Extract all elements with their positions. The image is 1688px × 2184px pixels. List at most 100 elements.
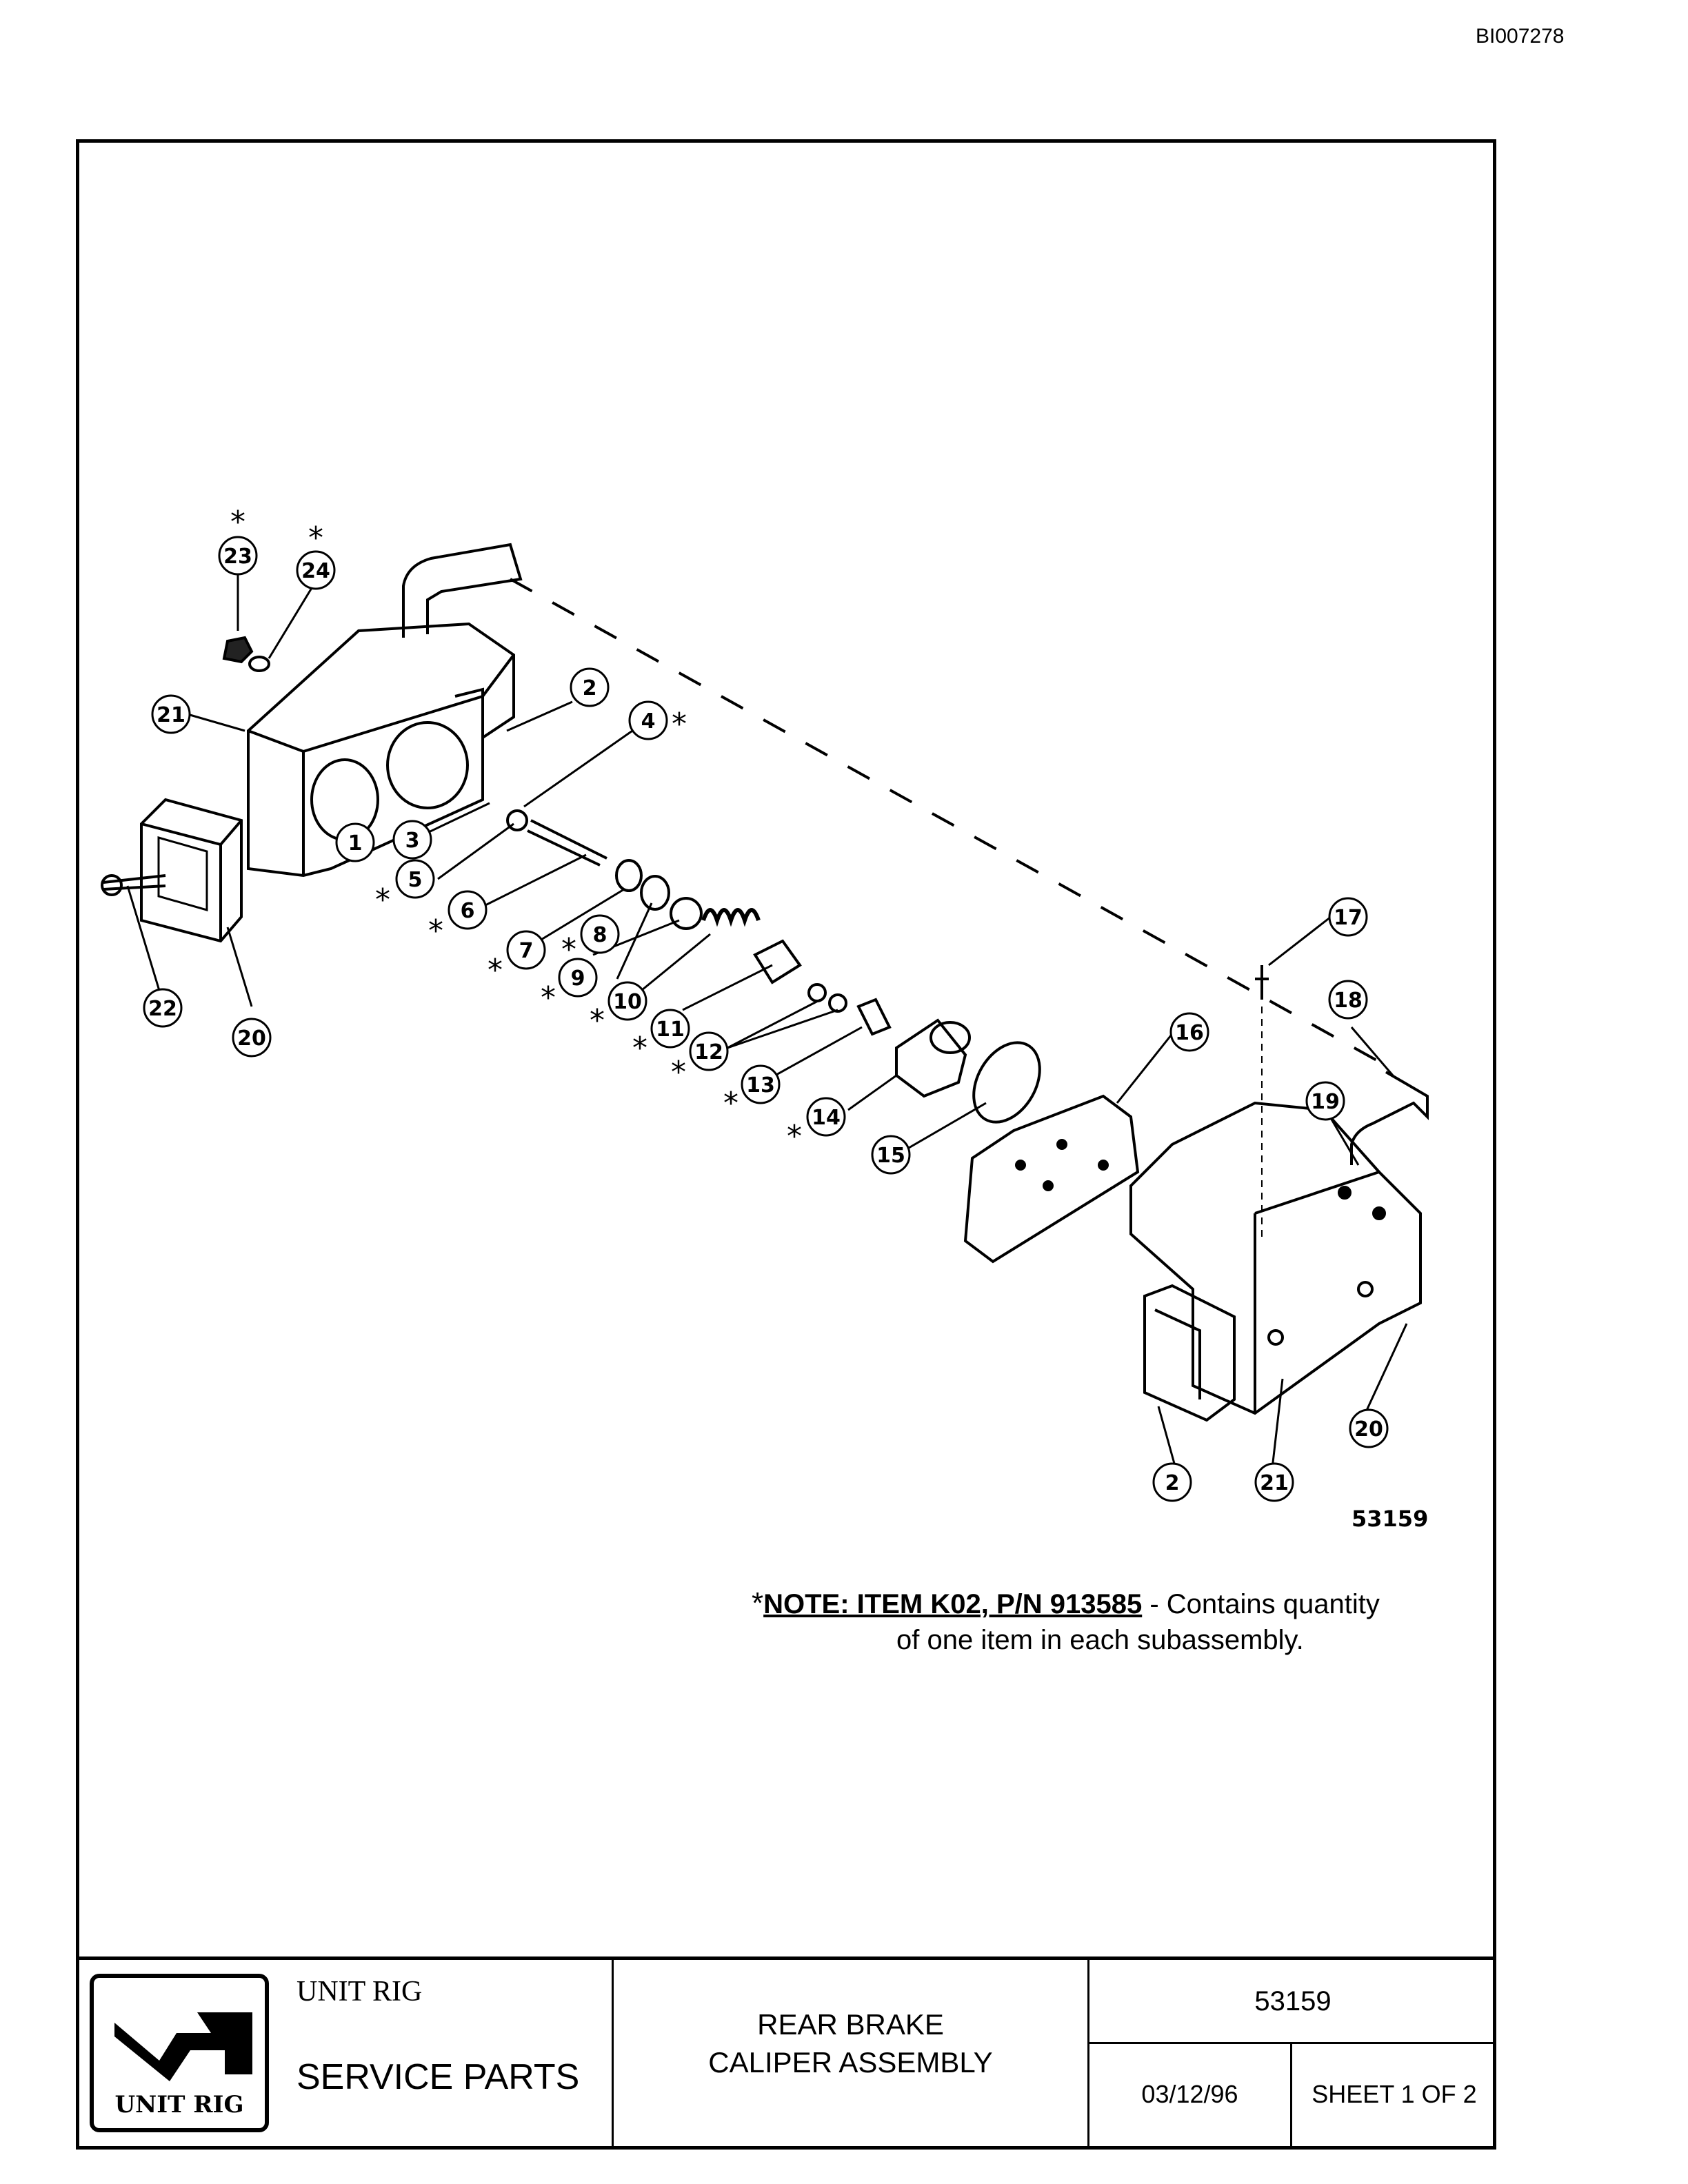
leader-lines — [126, 557, 1408, 1469]
bleeder-screw — [1255, 965, 1269, 1000]
svg-text:7: 7 — [519, 939, 534, 963]
callout-5: 5 — [395, 859, 435, 899]
svg-text:11: 11 — [656, 1018, 685, 1042]
asterisk-8: * — [561, 932, 576, 967]
drawing-title-line1: REAR BRAKE — [757, 2008, 944, 2041]
callout-4: 4 — [628, 700, 668, 740]
left-mounting-block — [140, 798, 243, 943]
callout-19: 19 — [1305, 1081, 1345, 1121]
svg-text:20: 20 — [237, 1027, 266, 1051]
callout-20-left: 20 — [232, 1018, 272, 1058]
pin — [527, 819, 607, 867]
callout-10: 10 — [607, 981, 647, 1021]
note-text-line2: of one item in each subassembly. — [896, 1625, 1304, 1655]
asterisk-23: * — [230, 505, 245, 540]
asterisk-markers: * * * * * * * * * * * * * — [230, 505, 802, 1154]
callout-24: 24 — [296, 550, 336, 590]
svg-text:21: 21 — [1260, 1471, 1289, 1495]
asterisk-10: * — [590, 1003, 605, 1038]
left-caliper-housing — [247, 622, 515, 878]
drawing-number-cell: 53159 — [1089, 1960, 1496, 2044]
drawing-date: 03/12/96 — [1141, 2080, 1238, 2108]
callout-7: 7 — [506, 930, 546, 970]
callout-label: 23 — [223, 545, 252, 569]
sheet-cell: SHEET 1 OF 2 — [1292, 2044, 1496, 2150]
svg-text:15: 15 — [876, 1144, 905, 1168]
callout-2-right: 2 — [1152, 1462, 1192, 1502]
svg-text:14: 14 — [812, 1106, 841, 1130]
alignment-line — [510, 578, 1380, 1063]
callout-17: 17 — [1328, 897, 1368, 937]
svg-text:24: 24 — [301, 559, 330, 583]
callout-12: 12 — [689, 1031, 729, 1071]
unit-rig-logo: UNIT RIG — [90, 1974, 269, 2132]
logo-mark-icon — [114, 2012, 252, 2081]
callout-3: 3 — [392, 820, 432, 860]
right-hose — [1350, 1071, 1429, 1165]
asterisk-14: * — [787, 1119, 802, 1154]
drawing-number: 53159 — [1254, 1986, 1332, 2016]
callout-21-right: 21 — [1254, 1462, 1294, 1502]
svg-text:12: 12 — [694, 1040, 723, 1064]
drawing-frame — [76, 139, 1496, 2150]
svg-text:18: 18 — [1334, 989, 1363, 1013]
svg-text:8: 8 — [593, 923, 607, 947]
title-block: UNIT RIG UNIT RIG SERVICE PARTS REAR BRA… — [76, 1957, 1496, 2150]
spring — [701, 908, 761, 927]
svg-text:16: 16 — [1175, 1021, 1204, 1045]
svg-text:21: 21 — [157, 703, 185, 727]
asterisk-12: * — [671, 1055, 686, 1090]
svg-text:9: 9 — [571, 967, 585, 991]
seal-ring — [972, 1041, 1041, 1124]
callout-16: 16 — [1169, 1012, 1209, 1052]
upper-hose — [402, 543, 523, 638]
asterisk-24: * — [308, 520, 323, 556]
brand-name: UNIT RIG — [297, 1976, 423, 2008]
bolt — [103, 874, 166, 891]
note-asterisk: * — [752, 1586, 764, 1620]
callout-20-right: 20 — [1349, 1408, 1389, 1448]
callout-11: 11 — [650, 1009, 690, 1049]
asterisk-4: * — [672, 707, 687, 742]
document-id: BI007278 — [1476, 25, 1565, 48]
logo-text: UNIT RIG — [114, 2091, 244, 2119]
asterisk-13: * — [723, 1086, 738, 1121]
asterisk-9: * — [541, 980, 556, 1015]
asterisk-7: * — [488, 953, 503, 988]
callout-23: 23 — [218, 536, 258, 576]
title-block-brand-cell: UNIT RIG UNIT RIG SERVICE PARTS — [76, 1960, 614, 2150]
callout-13: 13 — [741, 1064, 781, 1104]
svg-text:5: 5 — [408, 868, 423, 892]
callout-14: 14 — [806, 1097, 846, 1137]
sheet-number: SHEET 1 OF 2 — [1312, 2080, 1477, 2108]
right-caliper-housing — [1129, 1101, 1422, 1415]
brake-pad — [963, 1094, 1140, 1264]
right-mounting-block — [1143, 1284, 1236, 1422]
svg-text:1: 1 — [348, 831, 363, 856]
svg-text:17: 17 — [1334, 906, 1363, 930]
svg-text:20: 20 — [1354, 1417, 1383, 1442]
parts-note: *NOTE: ITEM K02, P/N 913585 - Contains q… — [752, 1586, 1380, 1658]
note-text-line1: - Contains quantity — [1142, 1589, 1380, 1619]
svg-text:3: 3 — [405, 829, 420, 853]
asterisk-5: * — [375, 882, 390, 918]
svg-text:2: 2 — [583, 676, 597, 700]
callout-18: 18 — [1328, 980, 1368, 1020]
title-block-title-cell: REAR BRAKE CALIPER ASSEMBLY — [614, 1960, 1089, 2150]
callout-group: 23 24 21 2 4 1 3 5 6 7 8 9 10 11 12 13 1… — [143, 536, 1389, 1502]
svg-text:6: 6 — [461, 899, 475, 923]
callout-15: 15 — [871, 1135, 911, 1175]
svg-text:10: 10 — [613, 990, 642, 1014]
date-cell: 03/12/96 — [1089, 2044, 1292, 2150]
svg-text:13: 13 — [746, 1073, 775, 1098]
svg-text:22: 22 — [148, 997, 177, 1021]
callout-21: 21 — [151, 694, 191, 734]
figure-number: 53159 — [1352, 1506, 1429, 1532]
asterisk-6: * — [428, 913, 443, 949]
callout-6: 6 — [448, 890, 488, 930]
service-parts-label: SERVICE PARTS — [297, 2057, 580, 2097]
callout-9: 9 — [558, 958, 598, 998]
svg-text:2: 2 — [1165, 1471, 1180, 1495]
svg-text:19: 19 — [1311, 1090, 1340, 1114]
